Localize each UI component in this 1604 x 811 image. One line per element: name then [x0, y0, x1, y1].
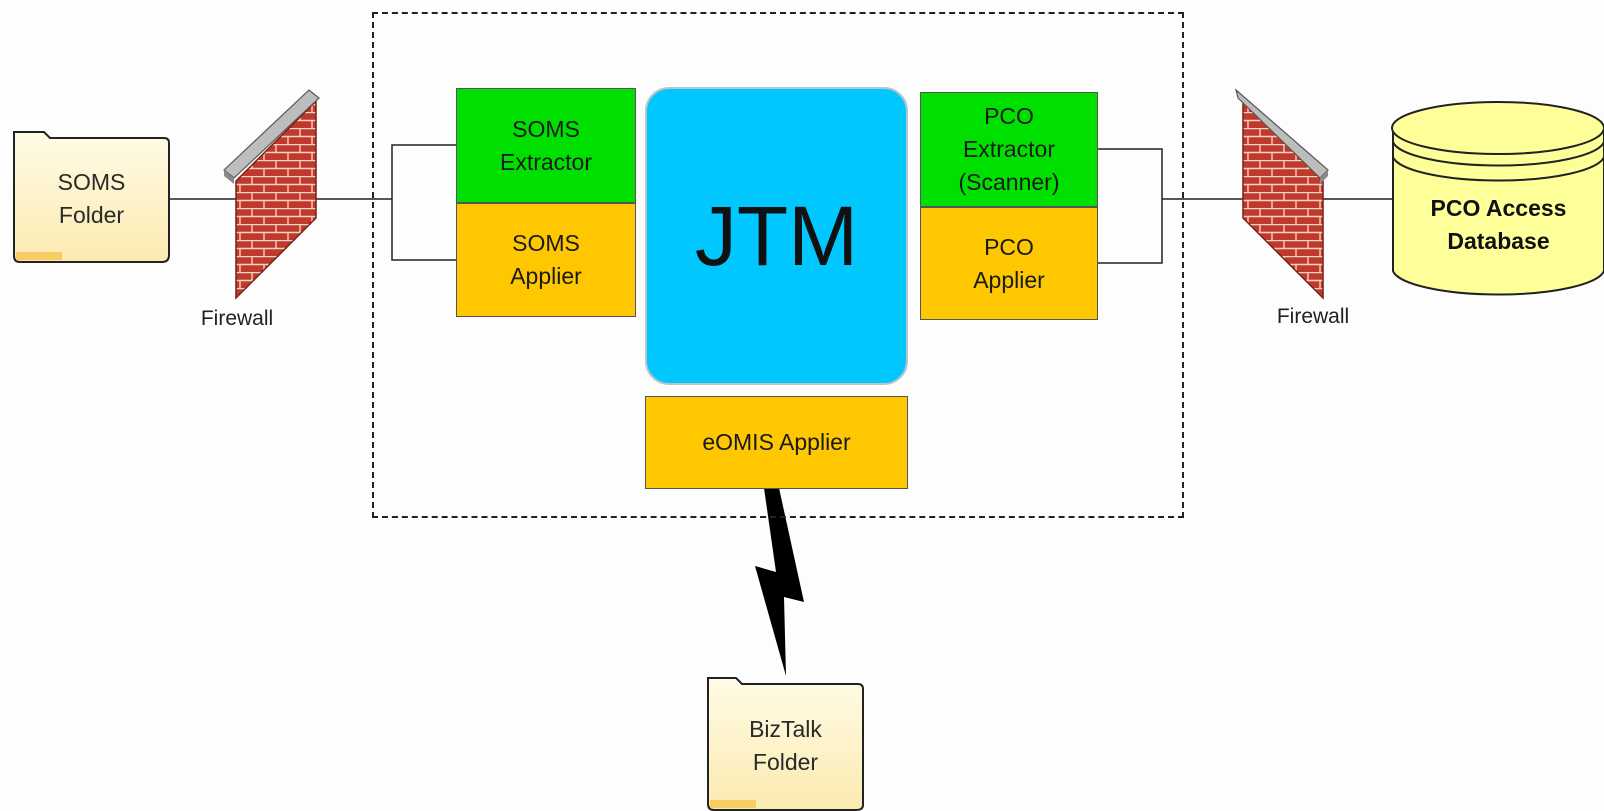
firewall-left-label: Firewall — [200, 307, 274, 330]
wire-left-bracket — [391, 144, 456, 261]
soms-folder-icon — [13, 131, 170, 263]
jtm-box[interactable]: JTM — [645, 87, 908, 385]
lightning-link-icon — [755, 488, 804, 676]
pco-applier-label: PCO Applier — [973, 233, 1045, 293]
pco-extractor-box[interactable]: PCO Extractor (Scanner) — [920, 92, 1098, 207]
firewall-right-icon — [1234, 88, 1329, 300]
soms-extractor-label: SOMS Extractor — [499, 115, 593, 175]
pco-applier-box[interactable]: PCO Applier — [920, 207, 1098, 320]
jtm-label: JTM — [694, 188, 859, 283]
biztalk-folder-label: BizTalk Folder — [749, 716, 822, 775]
wire-right-bracket — [1098, 148, 1163, 264]
firewall-right-label: Firewall — [1276, 305, 1350, 328]
jtm-system-boundary — [372, 12, 1184, 518]
biztalk-folder-icon — [707, 677, 864, 811]
firewall-left-icon — [223, 89, 320, 300]
soms-applier-box[interactable]: SOMS Applier — [456, 203, 636, 317]
pco-extractor-label: PCO Extractor (Scanner) — [958, 103, 1060, 195]
soms-extractor-box[interactable]: SOMS Extractor — [456, 88, 636, 203]
soms-applier-label: SOMS Applier — [510, 230, 582, 289]
pco-database-label: PCO Access Database — [1430, 195, 1567, 254]
soms-folder-label: SOMS Folder — [57, 169, 126, 228]
eomis-applier-label: eOMIS Applier — [702, 429, 851, 455]
eomis-applier-box[interactable]: eOMIS Applier — [645, 396, 908, 489]
database-icon — [1391, 101, 1604, 296]
